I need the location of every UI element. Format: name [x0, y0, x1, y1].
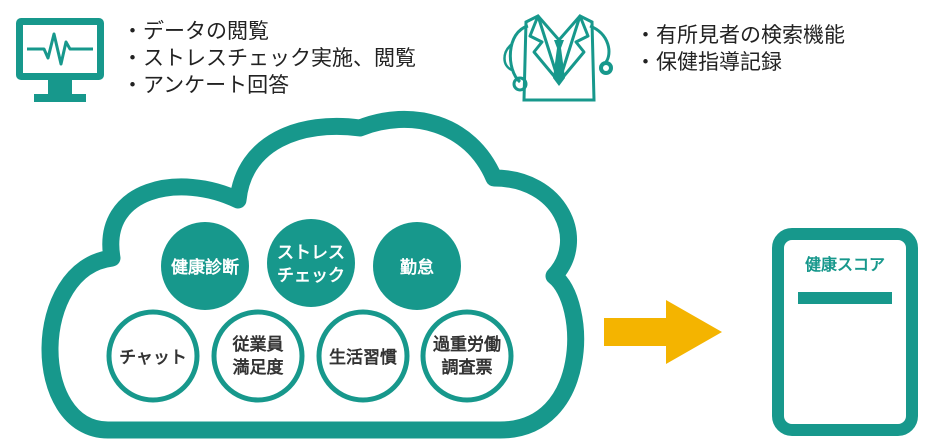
- bubble-label: 生活習慣: [329, 347, 397, 368]
- doctor-stethoscope-icon: [503, 14, 613, 102]
- bubble-attendance: 勤怠: [373, 222, 461, 310]
- bubble-lifestyle: 生活習慣: [316, 309, 410, 403]
- bubble-employee-satisfaction: 従業員 満足度: [211, 309, 305, 403]
- bubble-chat: チャット: [106, 309, 200, 403]
- bubble-label: 健康診断: [171, 257, 239, 278]
- doctor-feature-item: ・保健指導記録: [635, 50, 782, 74]
- bubble-label: チャット: [119, 348, 187, 368]
- bubble-health-checkup: 健康診断: [161, 222, 249, 310]
- doctor-feature-item: ・有所見者の検索機能: [635, 23, 845, 47]
- bubble-stress-check: ストレス チェック: [267, 219, 355, 307]
- bubble-label: 過重労働: [433, 334, 501, 355]
- doctor-feature-list: ・有所見者の検索機能 ・保健指導記録: [635, 22, 845, 76]
- employee-feature-list: ・データの閲覧 ・ストレスチェック実施、閲覧 ・アンケート回答: [122, 18, 416, 99]
- arrow-right-icon: [604, 300, 722, 364]
- health-score-bar: [798, 292, 892, 304]
- bubble-label: ストレス: [277, 243, 345, 263]
- bubble-label: チェック: [277, 266, 345, 286]
- health-score-card: 健康スコア: [772, 228, 918, 436]
- bubble-label: 満足度: [233, 357, 285, 378]
- bubble-label: 調査票: [442, 357, 493, 378]
- bubble-overwork-survey: 過重労働 調査票: [420, 309, 514, 403]
- bubble-label: 従業員: [232, 334, 284, 355]
- employee-feature-item: ・ストレスチェック実施、閲覧: [122, 46, 416, 70]
- bubble-label: 勤怠: [400, 257, 434, 278]
- employee-feature-item: ・データの閲覧: [122, 19, 269, 43]
- monitor-pulse-icon: [16, 18, 104, 102]
- health-score-title: 健康スコア: [805, 255, 885, 274]
- employee-feature-item: ・アンケート回答: [122, 73, 290, 97]
